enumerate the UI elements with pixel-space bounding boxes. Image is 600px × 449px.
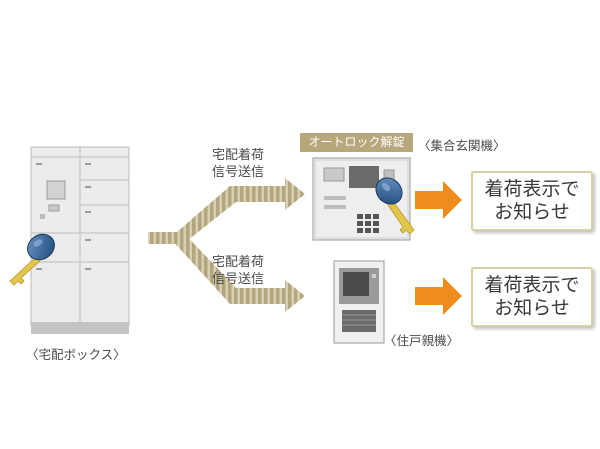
signal-label-top: 宅配着荷 信号送信 [212,148,265,180]
residence-intercom [333,260,385,344]
delivery-box-caption: 〈宅配ボックス〉 [26,347,126,362]
notify-arrow-bottom [415,277,462,315]
residence-device-caption: 〈住戸親機〉 [384,333,460,348]
notify-arrow-top [415,181,462,219]
entrance-device-caption: 〈集合玄関機〉 [418,138,506,153]
autolock-badge: オートロック解錠 [300,133,413,152]
key-icon [375,177,415,235]
notice-box-top: 着荷表示で お知らせ [471,171,593,231]
key-icon [9,233,55,286]
signal-label-bottom: 宅配着荷 信号送信 [212,255,265,287]
signal-arrows [148,178,305,312]
notice-box-bottom: 着荷表示で お知らせ [471,267,593,327]
